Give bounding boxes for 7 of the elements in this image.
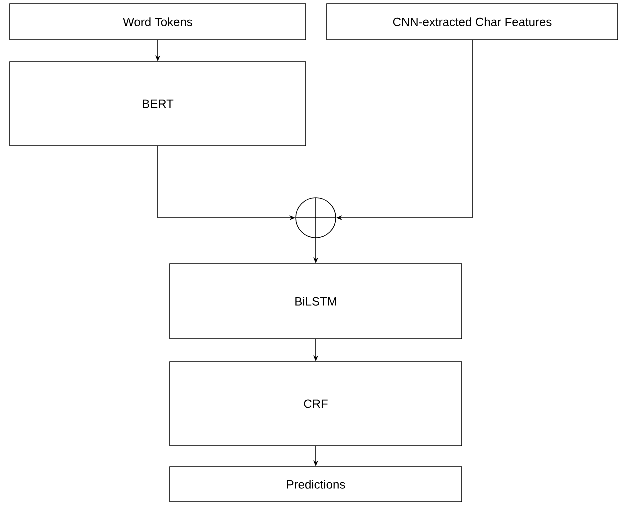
process-box: CRF	[170, 362, 462, 446]
process-box: BERT	[10, 62, 306, 146]
sum-circle	[296, 198, 336, 238]
process-box: BiLSTM	[170, 264, 462, 340]
process-box: Predictions	[170, 466, 462, 502]
process-box: Word Tokens	[10, 4, 306, 40]
process-box: CNN-extracted Char Features	[326, 4, 618, 40]
